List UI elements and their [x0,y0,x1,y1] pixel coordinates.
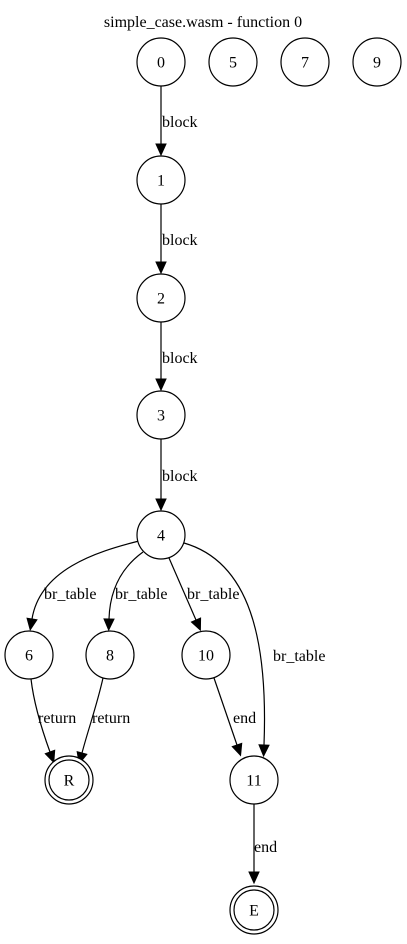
edge-line [81,677,104,754]
node-label: 2 [157,291,165,308]
edge-10-to-11: end [213,677,256,757]
edge-6-to-R: return [30,678,76,764]
edge-label: block [162,350,198,367]
node-circle [136,155,186,205]
edge-line [183,542,266,746]
node-5: 5 [208,37,258,87]
edge-4-to-11: br_table [183,542,325,758]
arrowhead [155,378,167,392]
node-inner-ring [233,889,275,931]
node-9: 9 [352,37,402,87]
edge-line [108,551,144,620]
edge-label: end [254,839,277,856]
node-label: 8 [106,648,114,665]
arrowhead [258,744,270,758]
node-circle [136,273,186,323]
arrowhead [231,742,243,757]
node-label: 9 [373,55,381,72]
node-label: 4 [157,528,165,545]
node-circle [4,630,54,680]
node-circle [352,37,402,87]
node-circle [229,755,279,805]
arrowhead [155,498,167,512]
node-label: R [64,773,75,790]
node-label: 0 [157,55,165,72]
node-label: 3 [157,408,165,425]
edge-line [213,677,238,746]
node-0: 0 [136,37,186,87]
arrowhead [44,749,56,764]
node-circle [136,390,186,440]
edge-label: end [233,710,256,727]
graph-title: simple_case.wasm - function 0 [104,14,302,31]
arrowhead [155,261,167,275]
edge-8-to-R: return [76,677,130,765]
edge-0-to-1: block [155,86,198,157]
arrowhead [155,143,167,157]
edge-label: block [162,114,198,131]
node-3: 3 [136,390,186,440]
node-label: 5 [229,55,237,72]
node-circle [136,37,186,87]
node-circle [181,630,231,680]
arrowhead [26,617,38,632]
edge-line [31,540,140,620]
arrowhead [103,618,115,632]
node-6: 6 [4,630,54,680]
node-e: E [229,885,279,935]
arrowhead [190,617,202,632]
node-7: 7 [280,37,330,87]
edge-3-to-4: block [155,439,198,512]
node-circle [208,37,258,87]
node-circle [85,630,135,680]
edge-label: return [92,710,130,727]
node-4: 4 [136,510,186,560]
node-label: 1 [157,173,165,190]
node-label: 7 [301,55,309,72]
edge-label: br_table [44,586,96,603]
edge-line [168,557,197,621]
edge-label: block [162,232,198,249]
edges: block block block block br_table br_table br_t… [26,86,325,885]
edge-1-to-2: block [155,204,198,275]
node-2: 2 [136,273,186,323]
edge-11-to-E: end [248,804,277,885]
node-inner-ring [48,759,90,801]
arrowhead [248,871,260,885]
node-10: 10 [181,630,231,680]
edge-4-to-6: br_table [26,540,140,632]
edge-label: br_table [187,586,239,603]
node-r: R [44,755,94,805]
node-8: 8 [85,630,135,680]
edge-line [30,678,51,753]
edge-label: br_table [273,648,325,665]
node-1: 1 [136,155,186,205]
node-circle [136,510,186,560]
node-11: 11 [229,755,279,805]
node-label: 6 [25,648,33,665]
edge-2-to-3: block [155,322,198,392]
nodes: 0 5 7 9 1 2 3 4 6 8 10 11 R E [4,37,402,935]
edge-label: return [38,710,76,727]
edge-4-to-8: br_table [103,551,167,632]
node-label: 11 [246,773,261,790]
node-label: E [249,903,259,920]
node-label: 10 [198,648,214,665]
edge-4-to-10: br_table [168,557,239,632]
node-circle [280,37,330,87]
edge-label: br_table [115,586,167,603]
edge-label: block [162,468,198,485]
